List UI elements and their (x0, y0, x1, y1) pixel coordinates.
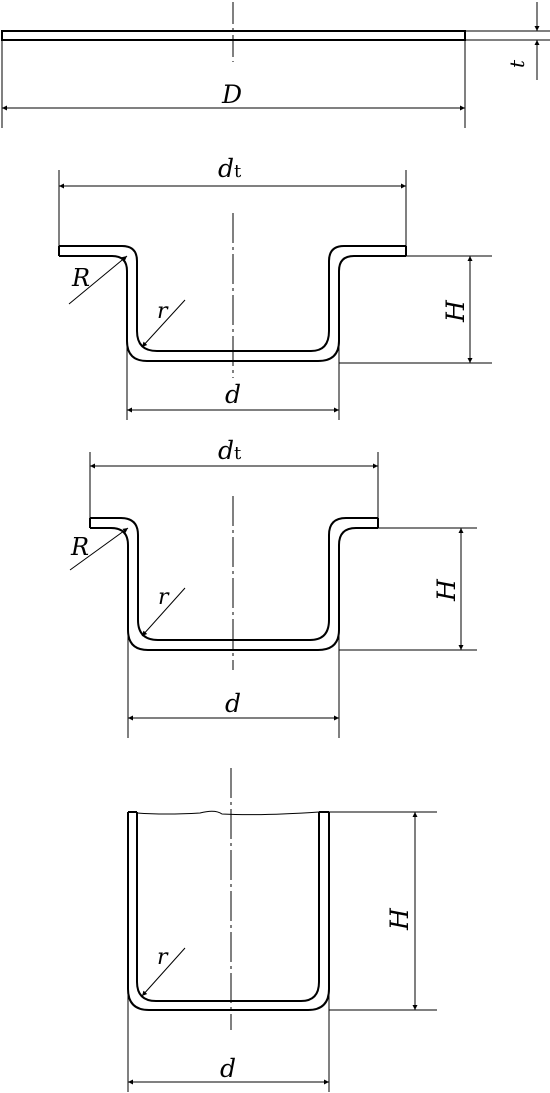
flanged-cup-2-die-radius-label: R (70, 533, 89, 561)
flanged-cup-2-die-radius-leader (69, 527, 129, 571)
flanged-cup-1-flange-label: dt (218, 154, 242, 183)
flanged-cup-1-punch-radius-leader (141, 299, 186, 348)
plain-cup-figure: H r d (127, 768, 437, 1092)
flanged-cup-1-diameter-label: d (225, 380, 241, 409)
plain-cup-diameter-label: d (220, 1054, 236, 1083)
flanged-cup-2-figure: dt H R r d (69, 436, 477, 738)
flanged-cup-1-figure: dt H R r d (58, 154, 492, 420)
thickness-label: t (505, 59, 529, 68)
blank-diameter-label: D (221, 80, 242, 109)
flanged-cup-1-die-radius-label: R (71, 264, 90, 292)
flanged-cup-2-punch-radius-label: r (158, 585, 170, 610)
flanged-cup-2-flange-label: dt (218, 436, 242, 465)
plain-cup-punch-radius-label: r (157, 945, 169, 970)
flanged-cup-2-outline (89, 517, 379, 651)
plain-cup-trim-edge (136, 810, 320, 816)
flanged-cup-2-height-label: H (432, 578, 461, 602)
flanged-cup-2-diameter-label: d (225, 689, 241, 718)
flanged-cup-1-height-label: H (441, 299, 470, 323)
plain-cup-punch-radius-leader (141, 947, 186, 997)
flanged-cup-1-punch-radius-label: r (157, 299, 169, 324)
flanged-cup-2-punch-radius-leader (141, 587, 186, 637)
plain-cup-height-label: H (385, 907, 414, 931)
blank-figure: D t (1, 2, 550, 128)
flanged-cup-1-die-radius-leader (68, 255, 128, 305)
plain-cup-outline (127, 811, 330, 1011)
